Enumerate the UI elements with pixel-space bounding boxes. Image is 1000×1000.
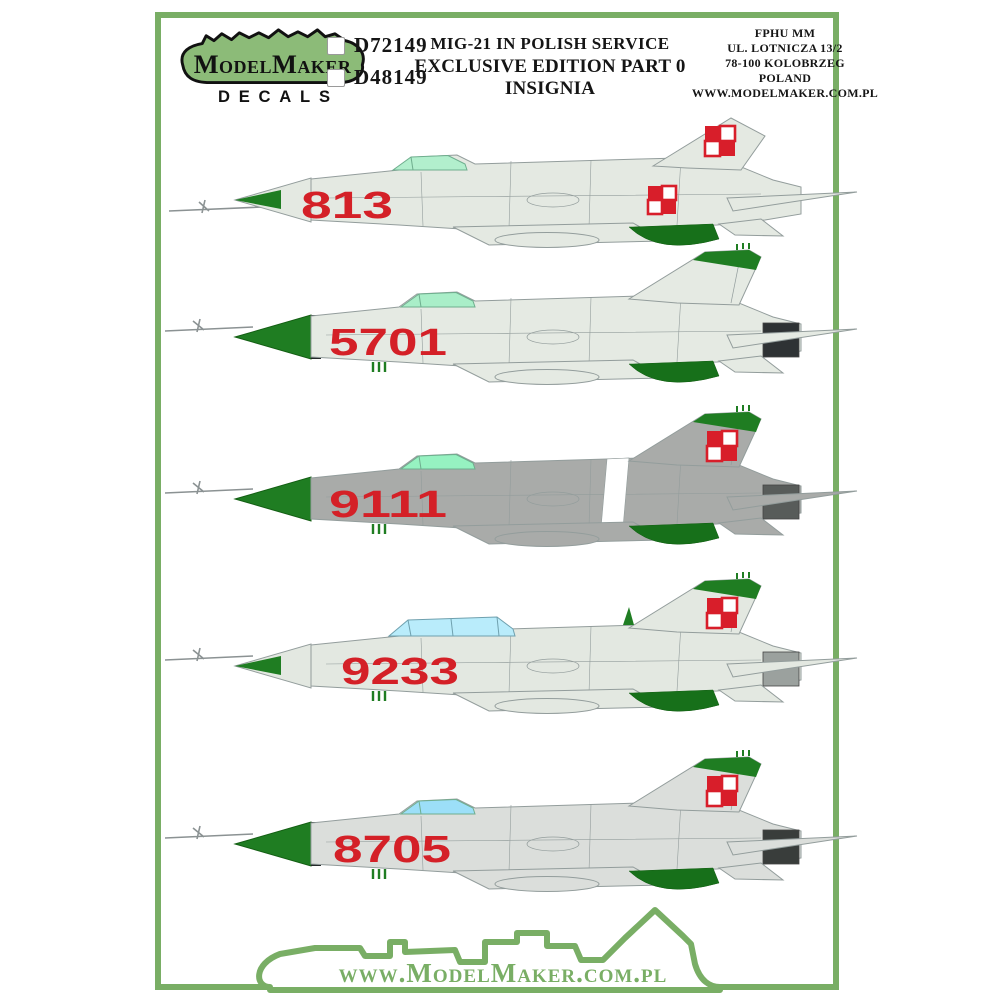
product-code-row: D48149: [327, 65, 428, 90]
underside-antennas: [371, 524, 387, 534]
tactical-number: 5701: [329, 322, 447, 364]
nose-cone: [233, 314, 312, 360]
castle-badge-icon: [180, 28, 365, 85]
panel-lines: [325, 157, 762, 229]
spine-antenna: [623, 607, 634, 625]
tailplane: [726, 657, 858, 678]
panel-lines: [325, 801, 762, 873]
aircraft-profile-row: 9111: [161, 405, 861, 562]
ventral-fin: [717, 218, 785, 237]
canopy: [399, 453, 476, 470]
green-belly-panel: [628, 689, 720, 712]
aircraft-profile-row: 9233: [161, 572, 861, 729]
aircraft-profile-row: 8705: [161, 750, 861, 907]
tailplane: [726, 191, 858, 212]
pitot-boom: [164, 647, 254, 662]
nose-cone: [233, 821, 312, 867]
footer-castle-silhouette: www.ModelMaker.com.pl: [256, 907, 723, 993]
drop-tank: [494, 876, 600, 892]
tactical-number: 9233: [341, 651, 459, 693]
drop-tank: [494, 698, 600, 714]
fin-antennas: [736, 750, 750, 757]
checkbox-d72149[interactable]: [327, 36, 345, 55]
polish-checkerboard-insignia: [646, 184, 678, 216]
panel-lines: [325, 294, 762, 366]
drop-tank: [494, 369, 600, 385]
ventral-fin: [717, 355, 785, 374]
green-fin-tip: [693, 412, 761, 432]
fin-antennas: [736, 243, 750, 250]
aircraft-profile-row: 813: [161, 108, 861, 263]
product-code-row: D72149: [327, 33, 428, 58]
sheet-border-frame: ModelMaker DECALS D72149 D48149 MIG-21 I…: [155, 12, 878, 993]
polish-checkerboard-insignia: [705, 596, 739, 630]
logo-decals-text: DECALS: [218, 87, 339, 106]
checkbox-d48149[interactable]: [327, 68, 345, 87]
sheet-title: MIG-21 IN POLISH SERVICE EXCLUSIVE EDITI…: [397, 34, 703, 100]
panel-lines: [325, 456, 762, 528]
pitot-boom: [164, 318, 254, 333]
drop-tank: [494, 232, 600, 248]
tailplane: [726, 835, 858, 856]
fin-antennas: [736, 405, 750, 412]
sheet-title-line2: EXCLUSIVE EDITION PART 0 INSIGNIA: [414, 56, 686, 99]
manufacturer-address: FPHU MM UL. LOTNICZA 13/2 78-100 KOLOBRZ…: [679, 26, 891, 101]
tactical-number: 8705: [333, 829, 451, 871]
polish-checkerboard-insignia: [703, 124, 737, 158]
ventral-fin: [717, 684, 785, 703]
modelmaker-logo: ModelMaker DECALS: [180, 28, 365, 106]
green-fin-tip: [693, 579, 761, 599]
ventral-fin: [717, 517, 785, 536]
pitot-boom: [164, 825, 254, 840]
panel-lines: [325, 623, 762, 695]
green-belly-panel: [628, 360, 720, 383]
castle-skyline-icon: [256, 907, 723, 993]
footer-url-text: www.ModelMaker.com.pl: [339, 958, 668, 988]
logo-name-text: ModelMaker: [194, 50, 352, 79]
canopy: [399, 291, 476, 308]
pitot-boom: [164, 480, 254, 495]
underside-antennas: [371, 691, 387, 701]
green-belly-panel: [628, 867, 720, 890]
product-code-label: D48149: [354, 65, 428, 89]
green-belly-panel: [628, 223, 720, 246]
nose-cone: [233, 476, 312, 522]
nose-cone-green-tip: [235, 656, 281, 675]
drop-tank: [494, 531, 600, 547]
green-fin-tip: [693, 250, 761, 270]
tailplane: [726, 490, 858, 511]
underside-antennas: [371, 362, 387, 372]
canopy: [399, 798, 476, 815]
address-line: POLAND: [758, 71, 812, 85]
ventral-fin: [717, 862, 785, 881]
green-belly-panel: [628, 522, 720, 545]
product-code-label: D72149: [354, 33, 428, 57]
tactical-number: 9111: [329, 484, 447, 526]
address-line: UL. LOTNICZA 13/2: [727, 41, 843, 55]
green-fin-tip: [693, 757, 761, 777]
address-line: FPHU MM: [754, 26, 816, 40]
address-line: 78-100 KOLOBRZEG: [725, 56, 845, 70]
nose-cone-green-tip: [235, 190, 281, 209]
fin-antennas: [736, 572, 750, 579]
polish-checkerboard-insignia: [705, 774, 739, 808]
product-code-list: D72149 D48149: [327, 33, 428, 97]
tailplane: [726, 328, 858, 349]
underside-antennas: [371, 869, 387, 879]
tactical-number: 813: [301, 185, 393, 227]
aircraft-profile-row: 5701: [161, 243, 861, 400]
polish-checkerboard-insignia: [705, 429, 739, 463]
address-line: WWW.MODELMAKER.COM.PL: [691, 86, 879, 100]
sheet-title-line1: MIG-21 IN POLISH SERVICE: [430, 34, 670, 53]
